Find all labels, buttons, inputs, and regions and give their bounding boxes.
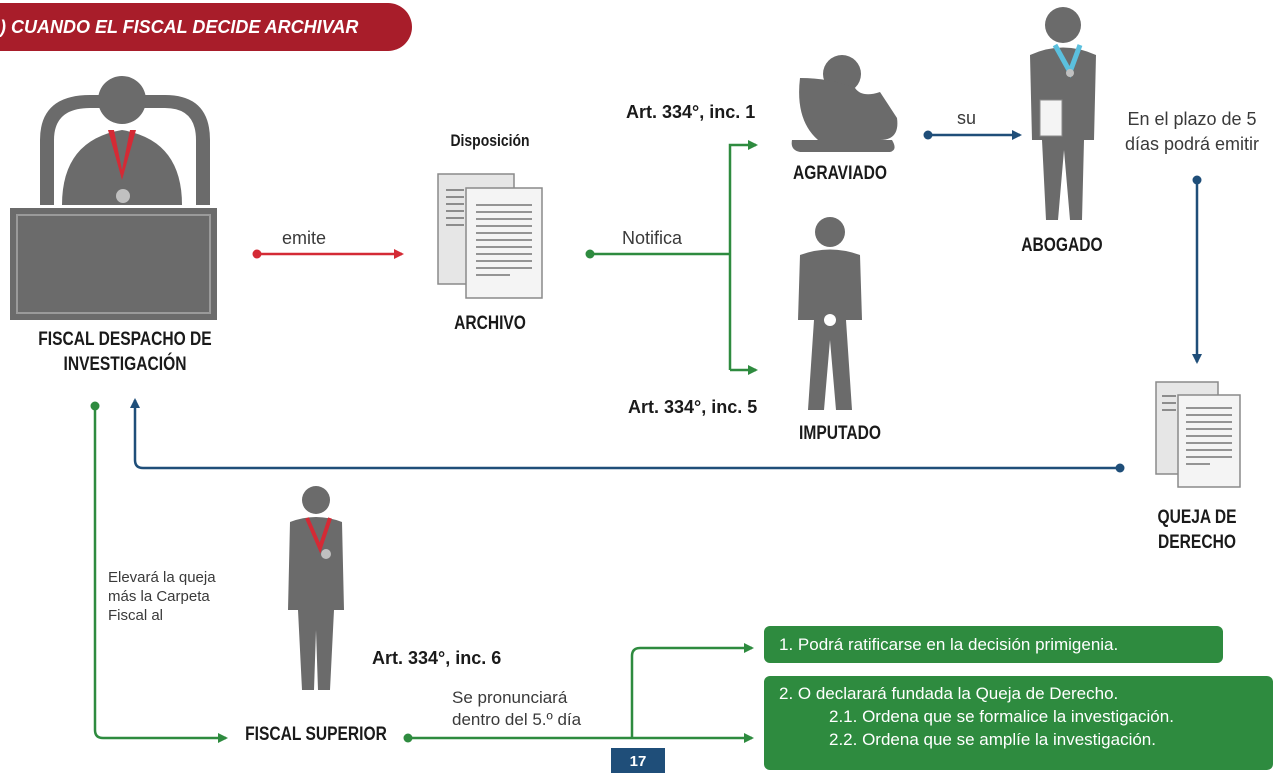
elevara-text: Elevará la queja más la Carpeta Fiscal a… — [108, 568, 216, 625]
section-banner: ) CUANDO EL FISCAL DECIDE ARCHIVAR — [0, 3, 412, 51]
pronunciara-connector — [403, 643, 754, 743]
plazo-line1: En el plazo de 5 — [1127, 109, 1257, 129]
abogado-label: ABOGADO — [1021, 235, 1103, 256]
article-inc1: Art. 334°, inc. 1 — [626, 102, 756, 122]
notifica-text: Notifica — [622, 228, 683, 248]
notifica-connector — [585, 140, 758, 375]
agraviado-label: AGRAVIADO — [792, 163, 888, 184]
pronunciara-line1: Se pronunciará — [452, 688, 568, 707]
pronunciara-text: Se pronunciará dentro del 5.º día — [452, 687, 581, 731]
outcome-formalice-text: 2.1. Ordena que se formalice la investig… — [829, 707, 1174, 726]
outcome-fundada-box: 2. O declarará fundada la Queja de Derec… — [764, 676, 1273, 770]
agraviado-icon — [791, 55, 898, 152]
elevara-line2: más la Carpeta — [108, 588, 210, 605]
fiscal-superior-icon — [288, 486, 344, 690]
queja-line2: DERECHO — [1158, 532, 1236, 553]
imputado-icon — [798, 217, 862, 410]
disposicion-label: Disposición — [450, 131, 530, 150]
queja-document-icon — [1155, 381, 1241, 488]
page-number: 17 — [611, 748, 665, 773]
fiscal-despacho-line1: FISCAL DESPACHO DE — [38, 329, 212, 350]
archivo-document-icon — [437, 173, 543, 299]
article-inc6: Art. 334°, inc. 6 — [372, 648, 502, 668]
imputado-label: IMPUTADO — [799, 423, 881, 444]
emite-connector — [252, 249, 404, 259]
elevara-line1: Elevará la queja — [108, 569, 216, 586]
plazo-line2: días podrá emitir — [1124, 134, 1260, 154]
abogado-icon — [1030, 7, 1096, 220]
elevara-line3: Fiscal al — [108, 607, 164, 624]
queja-label: QUEJA DE DERECHO — [1148, 505, 1246, 555]
fiscal-despacho-label: FISCAL DESPACHO DE INVESTIGACIÓN — [23, 327, 228, 377]
outcome-fundada-text: 2. O declarará fundada la Queja de Derec… — [779, 684, 1119, 703]
banner-title: ) CUANDO EL FISCAL DECIDE ARCHIVAR — [0, 17, 359, 37]
plazo-text: En el plazo de 5 días podrá emitir — [1108, 107, 1276, 157]
emite-text: emite — [282, 228, 327, 248]
su-connector — [923, 130, 1022, 140]
emitir-connector — [1192, 175, 1202, 364]
archivo-label: ARCHIVO — [454, 313, 526, 334]
outcome-ratificar-text: 1. Podrá ratificarse en la decisión prim… — [779, 635, 1119, 654]
outcome-amplie-text: 2.2. Ordena que se amplíe la investigaci… — [829, 730, 1156, 749]
fiscal-despacho-icon — [10, 76, 217, 320]
queja-return-connector — [130, 398, 1125, 473]
fiscal-despacho-line2: INVESTIGACIÓN — [63, 354, 187, 375]
su-text: su — [957, 108, 977, 128]
pronunciara-line2: dentro del 5.º día — [452, 710, 582, 729]
article-inc5: Art. 334°, inc. 5 — [628, 397, 758, 417]
queja-line1: QUEJA DE — [1157, 507, 1237, 528]
elevara-connector — [90, 401, 228, 743]
outcome-ratificar-box: 1. Podrá ratificarse en la decisión prim… — [764, 626, 1223, 663]
fiscal-superior-label: FISCAL SUPERIOR — [245, 724, 387, 745]
